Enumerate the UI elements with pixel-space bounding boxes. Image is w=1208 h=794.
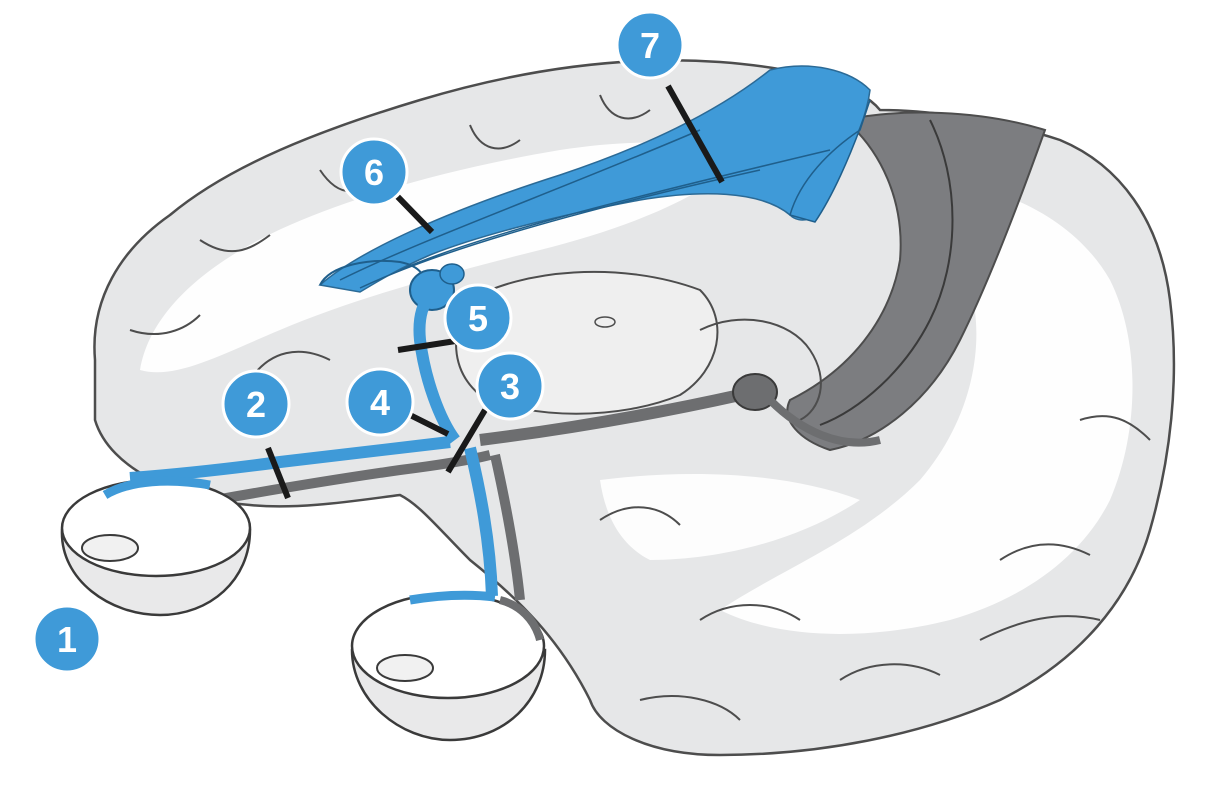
badge-number: 4 xyxy=(370,382,390,423)
badge-circle xyxy=(32,604,102,674)
badge-number: 5 xyxy=(468,298,488,339)
leader-line-5 xyxy=(397,337,463,353)
small-nucleus xyxy=(594,316,616,328)
temporal-curl xyxy=(699,318,822,421)
leader-lines xyxy=(265,84,725,500)
label-badge-5: 5 xyxy=(443,283,513,353)
right-lens xyxy=(376,654,434,682)
white-matter-right xyxy=(720,179,1133,634)
badge-circle xyxy=(345,367,415,437)
badge-number: 6 xyxy=(364,152,384,193)
right-optic-nerve-blue xyxy=(464,446,498,597)
badge-number: 2 xyxy=(246,384,266,425)
visual-cortex-strip xyxy=(789,99,871,223)
right-optic-nerve-gray xyxy=(490,453,525,601)
leader-line-4 xyxy=(408,412,450,437)
label-badge-2: 2 xyxy=(221,369,291,439)
label-badge-4: 4 xyxy=(345,367,415,437)
leader-line-3 xyxy=(445,408,488,474)
label-badge-7: 7 xyxy=(615,10,685,80)
gray-radiation xyxy=(767,397,881,447)
right-retina-gray xyxy=(498,596,544,642)
badge-circle xyxy=(475,351,545,421)
leader-line-7 xyxy=(665,84,725,184)
leader-line-6 xyxy=(394,193,435,235)
leader-line-2 xyxy=(265,446,291,500)
right-retina-blue xyxy=(409,590,496,605)
brain-hemisphere xyxy=(93,59,1176,757)
badge-circle xyxy=(221,369,291,439)
white-matter-lower xyxy=(600,474,860,560)
label-badge-1: 1 xyxy=(32,604,102,674)
right-eye xyxy=(350,590,547,742)
badge-circle xyxy=(443,283,513,353)
optic-pathways xyxy=(129,291,881,601)
radiation-fibers xyxy=(339,129,831,289)
lgn-upper xyxy=(439,263,465,285)
left-optic-nerve-gray xyxy=(214,450,492,505)
label-badge-3: 3 xyxy=(475,351,545,421)
label-badge-6: 6 xyxy=(339,137,409,207)
badge-circle xyxy=(339,137,409,207)
badge-number: 1 xyxy=(57,619,77,660)
badge-number: 3 xyxy=(500,366,520,407)
badge-number: 7 xyxy=(640,25,660,66)
left-retina-blue xyxy=(102,476,211,499)
gray-nucleus xyxy=(732,373,778,411)
optic-tract-gray xyxy=(479,389,742,446)
badge-circle xyxy=(615,10,685,80)
left-eye xyxy=(60,476,252,617)
left-lens xyxy=(81,534,139,562)
cut-surface-inner xyxy=(819,119,954,426)
left-eye-rim xyxy=(60,478,252,578)
left-optic-nerve-blue xyxy=(129,436,451,484)
